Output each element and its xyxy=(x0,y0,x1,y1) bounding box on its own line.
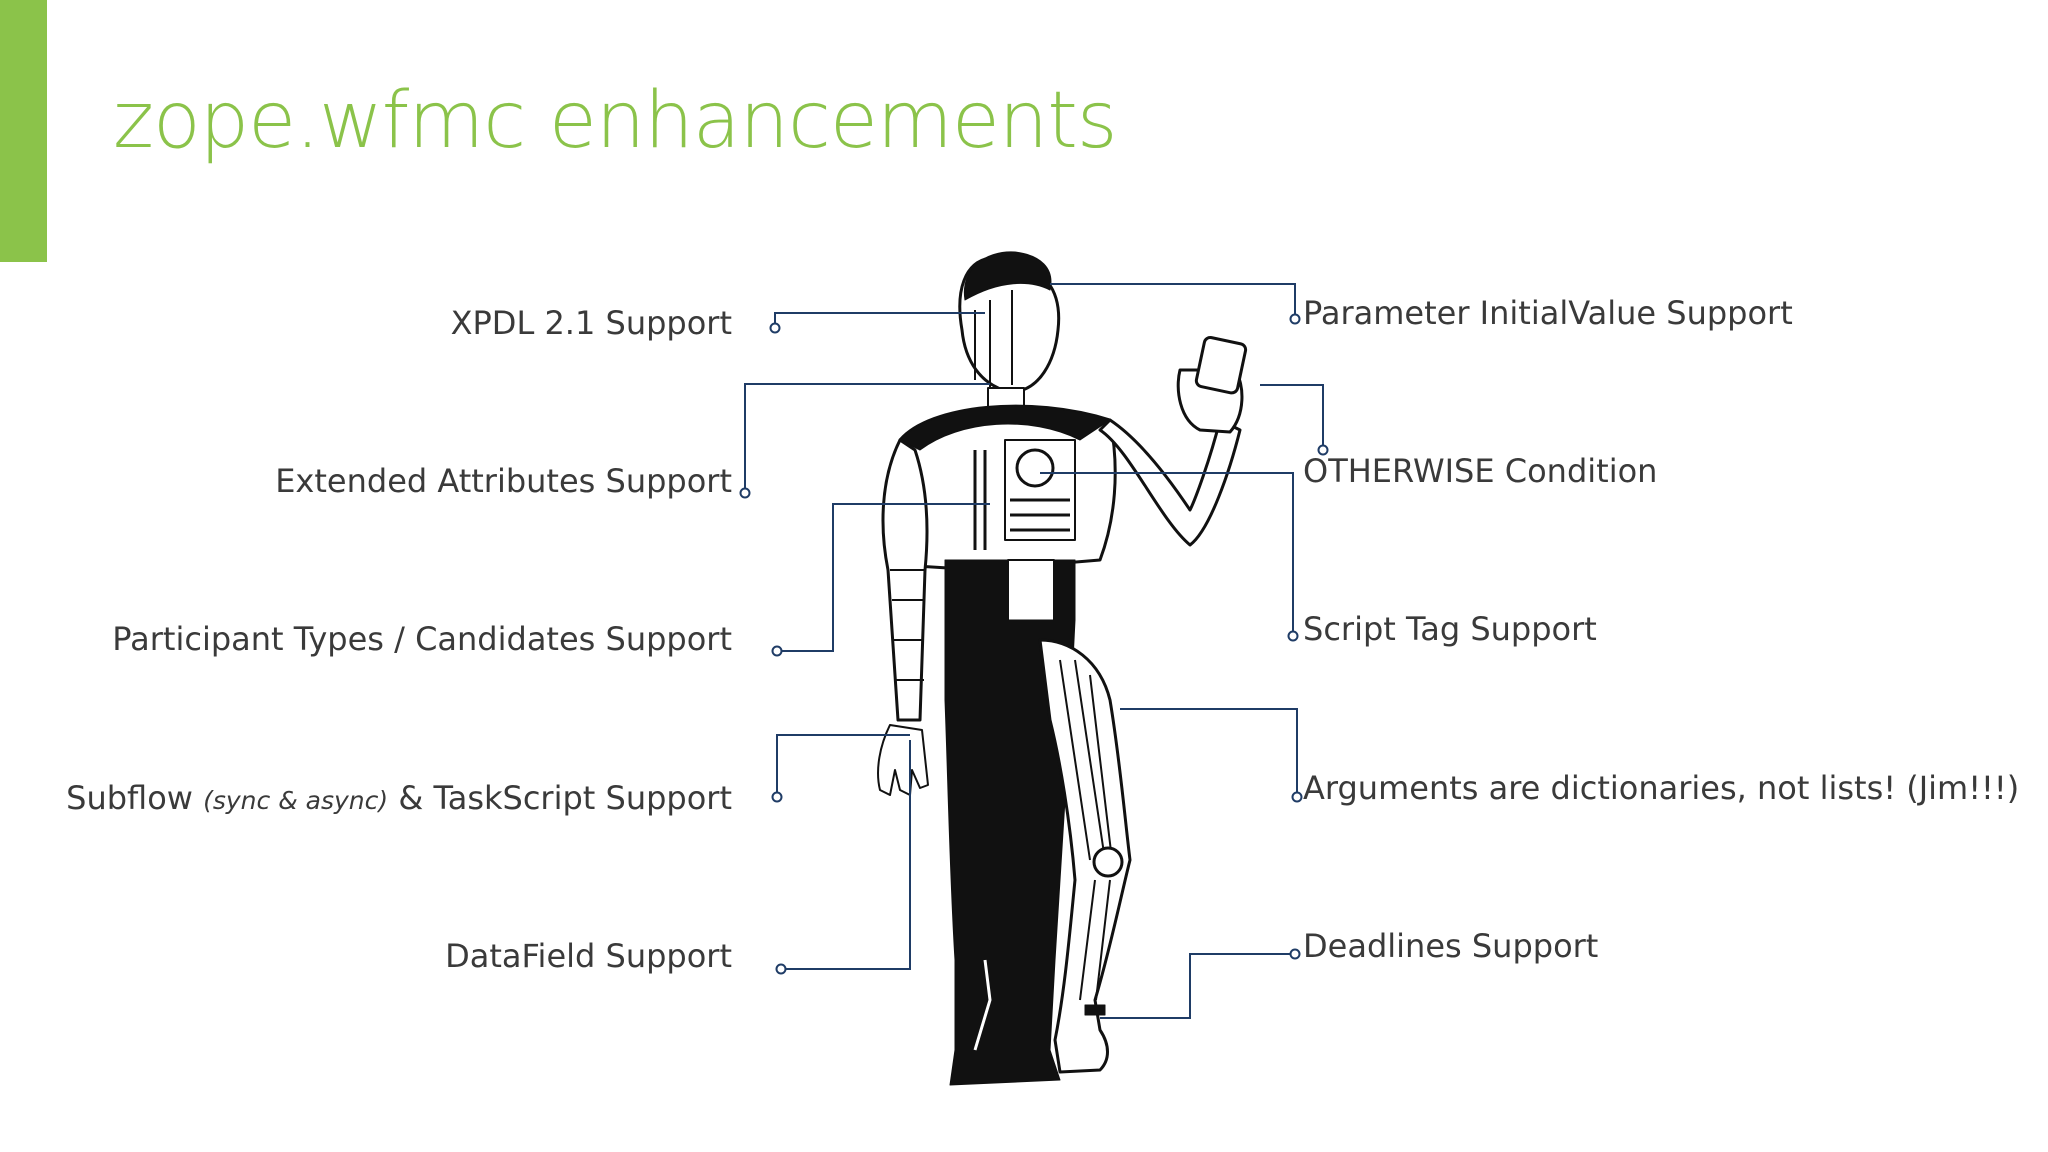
callout-line-4 xyxy=(776,734,910,797)
label-emphasis: (sync & async) xyxy=(203,786,389,815)
callout-dot-4 xyxy=(771,791,783,803)
callout-dot-1 xyxy=(769,322,781,334)
label-text: Subflow xyxy=(66,779,204,817)
callout-dot-2 xyxy=(739,487,751,499)
callout-line-3 xyxy=(777,503,990,652)
callout-dot-3 xyxy=(771,645,783,657)
right-label-4: Arguments are dictionaries, not lists! (… xyxy=(1303,769,2020,807)
callout-line-6 xyxy=(1050,283,1296,319)
left-label-5: DataField Support xyxy=(445,937,732,975)
callout-dot-5 xyxy=(775,963,787,975)
android-figure-icon xyxy=(877,251,1248,1086)
callout-line-8 xyxy=(1040,472,1294,636)
right-label-2: OTHERWISE Condition xyxy=(1303,452,1658,490)
callout-dot-9 xyxy=(1291,791,1303,803)
callout-line-7 xyxy=(1260,384,1324,450)
accent-bar xyxy=(0,0,47,262)
callout-line-9 xyxy=(1120,708,1298,797)
callout-lines xyxy=(739,283,1329,1019)
callout-dot-6 xyxy=(1289,313,1301,325)
callout-line-10 xyxy=(1100,953,1295,1019)
right-label-5: Deadlines Support xyxy=(1303,927,1599,965)
callout-dot-10 xyxy=(1289,948,1301,960)
left-label-4: Subflow (sync & async) & TaskScript Supp… xyxy=(66,782,732,814)
callout-line-5 xyxy=(781,740,911,970)
right-label-3: Script Tag Support xyxy=(1303,610,1597,648)
left-label-3: Participant Types / Candidates Support xyxy=(112,620,732,658)
callout-dot-7 xyxy=(1317,444,1329,456)
callout-line-2 xyxy=(744,383,990,493)
callout-line-1 xyxy=(774,312,985,328)
callout-dot-8 xyxy=(1287,630,1299,642)
label-text: & TaskScript Support xyxy=(388,779,732,817)
left-label-2: Extended Attributes Support xyxy=(275,462,732,500)
left-label-1: XPDL 2.1 Support xyxy=(450,304,732,342)
right-label-1: Parameter InitialValue Support xyxy=(1303,294,1793,332)
slide-title: zope.wfmc enhancements xyxy=(113,76,1117,166)
